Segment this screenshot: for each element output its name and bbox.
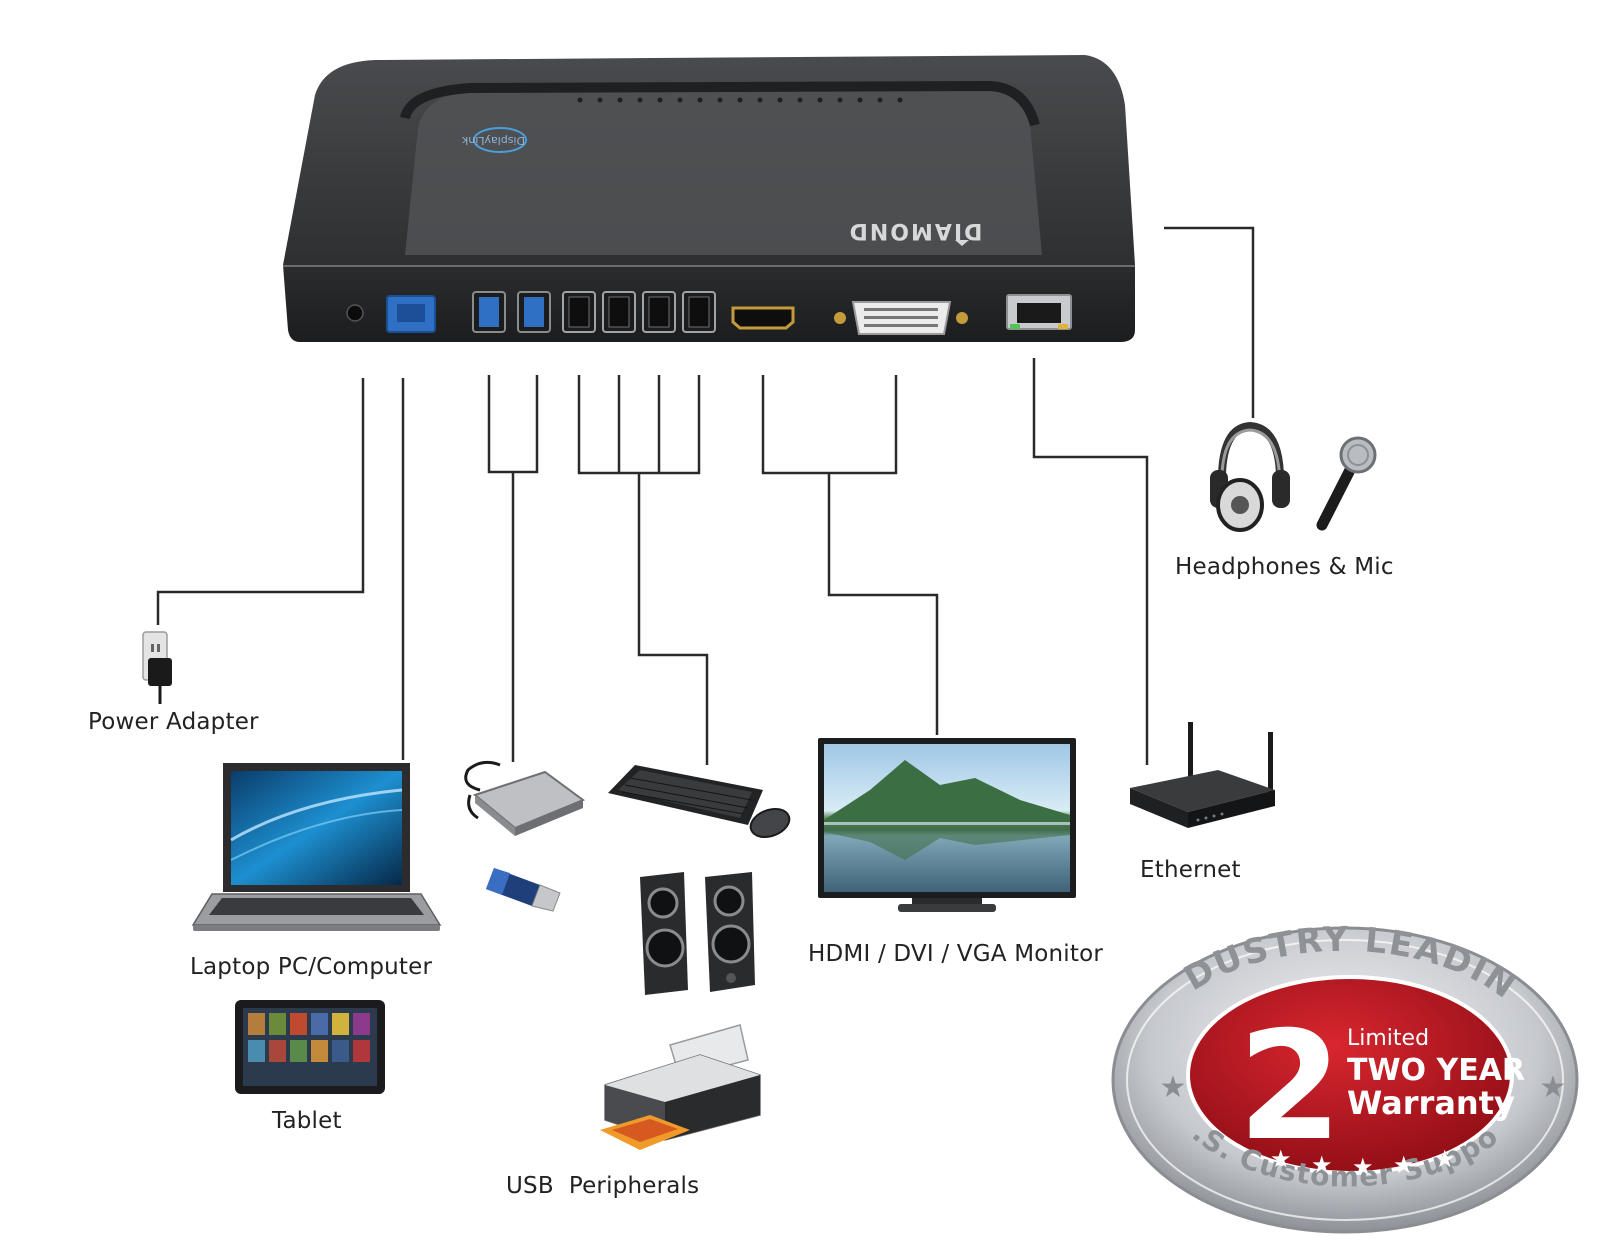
monitor-icon xyxy=(818,738,1076,912)
line-ethernet xyxy=(1032,358,1149,765)
badge-number: 2 xyxy=(1238,1000,1342,1174)
star-icon: ★ xyxy=(1311,1151,1333,1179)
displaylink-logo-text: DisplayLink xyxy=(461,134,525,147)
star-icon: ★ xyxy=(1434,1145,1456,1173)
line-usb3 xyxy=(487,375,539,474)
microphone-icon xyxy=(1316,436,1377,531)
usb2-port-1 xyxy=(562,291,596,333)
line-usb2-drop xyxy=(637,473,709,765)
dock-brand-mark xyxy=(955,240,969,246)
line-power xyxy=(156,378,365,625)
dock-top-panel xyxy=(405,90,1042,255)
label-monitor: HDMI / DVI / VGA Monitor xyxy=(808,941,1104,967)
star-icon: ★ xyxy=(1270,1145,1292,1173)
dock-brand-text: DIAMOND xyxy=(848,218,983,243)
dock-top-recess xyxy=(400,80,1040,127)
usb2-port-3 xyxy=(642,291,676,333)
label-tablet: Tablet xyxy=(272,1108,342,1134)
badge-limited-text: Limited xyxy=(1347,1026,1429,1051)
usb3-port-1 xyxy=(472,291,506,333)
label-headphones-mic: Headphones & Mic xyxy=(1175,554,1394,580)
speakers-icon xyxy=(640,872,755,995)
headphones-icon xyxy=(1210,421,1290,532)
dock-vent-holes xyxy=(577,97,903,103)
star-icon: ★ xyxy=(1160,1070,1187,1105)
keyboard-mouse-icon xyxy=(608,765,791,839)
line-usb2 xyxy=(577,375,701,475)
dvi-port xyxy=(834,301,968,335)
ethernet-port xyxy=(1006,294,1072,330)
star-icon: ★ xyxy=(1393,1151,1415,1179)
label-usb-peripherals: USB Peripherals xyxy=(506,1173,700,1199)
label-power-adapter: Power Adapter xyxy=(88,709,259,735)
external-drive-icon xyxy=(464,760,586,836)
star-icon: ★ xyxy=(1540,1070,1567,1105)
usb3-port-2 xyxy=(517,291,551,333)
displaylink-logo-icon: DisplayLink xyxy=(461,127,527,153)
power-adapter-icon xyxy=(142,631,172,704)
usb-stick-icon xyxy=(486,868,561,912)
printer-icon xyxy=(600,1024,761,1150)
badge-stars: ★ ★ ★ ★ ★ xyxy=(1270,1145,1456,1181)
label-ethernet: Ethernet xyxy=(1140,857,1241,883)
star-icon: ★ xyxy=(1352,1153,1374,1181)
router-icon xyxy=(1130,722,1275,828)
line-audio xyxy=(1164,226,1255,418)
dc-power-port xyxy=(346,304,364,322)
usb2-port-4 xyxy=(682,291,716,333)
label-laptop: Laptop PC/Computer xyxy=(190,954,433,980)
laptop-icon xyxy=(191,763,442,931)
line-video xyxy=(761,375,898,475)
tablet-icon xyxy=(235,1000,385,1094)
badge-red-core xyxy=(1186,975,1514,1175)
usb2-port-2 xyxy=(602,291,636,333)
connector-lines xyxy=(156,226,1255,765)
badge-two-year-text: TWO YEAR xyxy=(1347,1053,1525,1088)
usb-b-upstream-port xyxy=(386,295,436,333)
badge-warranty-text: Warranty xyxy=(1347,1084,1515,1122)
line-video-drop xyxy=(827,473,939,735)
hdmi-port xyxy=(731,306,795,330)
docking-station: DisplayLink DIAMOND xyxy=(283,55,1135,342)
